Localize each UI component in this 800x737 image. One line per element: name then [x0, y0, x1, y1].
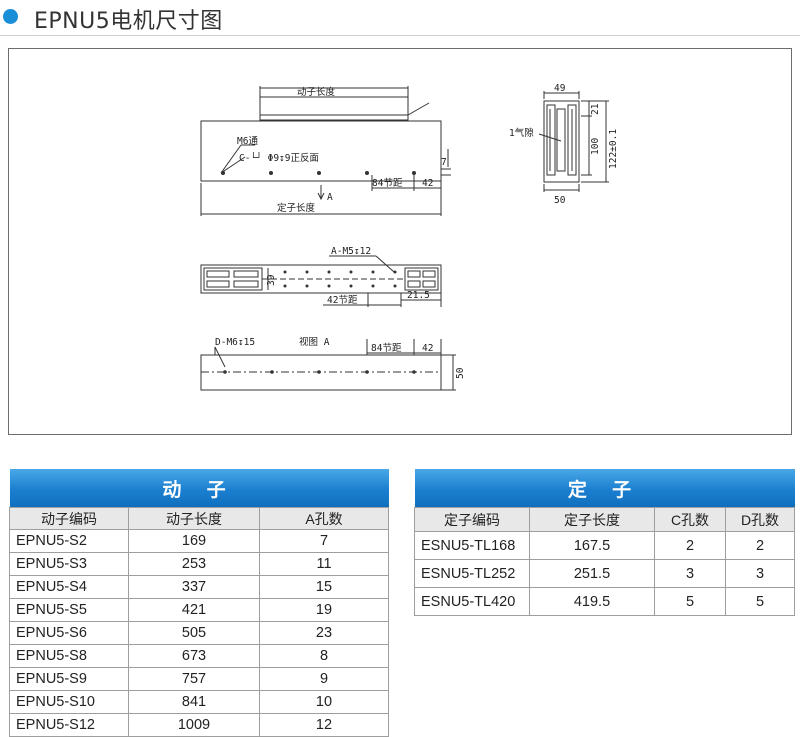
table-cell: 337: [128, 575, 260, 599]
stator-body: [200, 120, 442, 182]
table-cell: 2: [725, 531, 795, 560]
table-cell: 5: [725, 587, 795, 616]
header-divider: [0, 35, 800, 36]
table-cell: EPNU5-S2: [9, 529, 129, 553]
table-cell: 253: [128, 552, 260, 576]
table-cell: ESNU5-TL168: [414, 531, 530, 560]
table-cell: EPNU5-S12: [9, 713, 129, 737]
view-a-arrow-label: A: [327, 192, 333, 203]
section-top-label: 49: [554, 83, 566, 94]
dimension-drawing: 动子长度 M6通 C-└┘ Φ9↧9正反面 A 84节距 42 7 定子长度: [8, 48, 792, 435]
table-cell: 169: [128, 529, 260, 553]
table-cell: 757: [128, 667, 260, 691]
bottom-height-label: 50: [455, 367, 466, 379]
table-cell: 841: [128, 690, 260, 714]
column-header: 动子编码: [9, 507, 129, 530]
table-cell: 11: [259, 552, 389, 576]
top-view-right-block: [404, 267, 439, 291]
section-21-label: 21: [590, 103, 601, 115]
rotor-table-title: 动 子: [9, 469, 389, 508]
table-cell: 5: [654, 587, 726, 616]
column-header: D孔数: [725, 507, 795, 532]
table-cell: 251.5: [529, 559, 655, 588]
top-pitch-label: 42节距: [327, 295, 358, 306]
table-cell: 3: [654, 559, 726, 588]
table-cell: 8: [259, 644, 389, 668]
table-cell: 9: [259, 667, 389, 691]
stator-table-title: 定 子: [414, 469, 795, 508]
top-height-label: 39: [266, 274, 277, 286]
counterbore-label: C-└┘ Φ9↧9正反面: [239, 151, 319, 164]
table-cell: 3: [725, 559, 795, 588]
column-header: 定子长度: [529, 507, 655, 532]
table-cell: 10: [259, 690, 389, 714]
table-cell: EPNU5-S4: [9, 575, 129, 599]
table-header-row: 定子编码 定子长度 C孔数 D孔数: [414, 507, 795, 532]
column-header: 动子长度: [128, 507, 260, 530]
stator-length-label: 定子长度: [277, 202, 316, 214]
mover-body: [259, 96, 409, 121]
table-cell: 505: [128, 621, 260, 645]
table-cell: 421: [128, 598, 260, 622]
column-header: C孔数: [654, 507, 726, 532]
table-cell: 673: [128, 644, 260, 668]
table-cell: EPNU5-S5: [9, 598, 129, 622]
table-cell: 167.5: [529, 531, 655, 560]
section-122-label: 122±0.1: [608, 129, 619, 169]
table-cell: 1009: [128, 713, 260, 737]
front-end-label: 42: [422, 178, 433, 189]
m6-thru-label: M6通: [237, 136, 258, 147]
table-cell: EPNU5-S9: [9, 667, 129, 691]
table-cell: EPNU5-S3: [9, 552, 129, 576]
air-gap-label: 1气隙: [509, 127, 534, 139]
section-bottom-label: 50: [554, 195, 566, 206]
table-cell: EPNU5-S8: [9, 644, 129, 668]
table-cell: ESNU5-TL252: [414, 559, 530, 588]
front-7-label: 7: [441, 157, 447, 168]
section-outer: [543, 100, 580, 183]
table-header-row: 动子编码 动子长度 A孔数: [9, 507, 389, 530]
table-cell: 12: [259, 713, 389, 737]
bullet-dot-icon: [3, 9, 18, 24]
table-cell: 7: [259, 529, 389, 553]
table-cell: EPNU5-S6: [9, 621, 129, 645]
table-cell: EPNU5-S10: [9, 690, 129, 714]
mover-length-label: 动子长度: [297, 86, 336, 98]
view-a-label: 视图 A: [299, 336, 330, 348]
technical-drawing-svg: 动子长度 M6通 C-└┘ Φ9↧9正反面 A 84节距 42 7 定子长度: [200, 83, 619, 391]
top-thread-label: A-M5↧12: [331, 246, 371, 257]
table-cell: 2: [654, 531, 726, 560]
page-title: EPNU5电机尺寸图: [34, 9, 223, 34]
section-100-label: 100: [590, 138, 601, 155]
table-cell: 419.5: [529, 587, 655, 616]
front-pitch-label: 84节距: [372, 178, 403, 189]
table-cell: 19: [259, 598, 389, 622]
top-end-label: 21.5: [407, 290, 430, 301]
page-header: EPNU5电机尺寸图: [0, 0, 800, 36]
column-header: 定子编码: [414, 507, 530, 532]
table-cell: 15: [259, 575, 389, 599]
top-view-body: [200, 264, 442, 294]
bottom-end-label: 42: [422, 343, 433, 354]
bottom-pitch-label: 84节距: [371, 343, 402, 354]
column-header: A孔数: [259, 507, 389, 530]
table-cell: ESNU5-TL420: [414, 587, 530, 616]
bottom-thread-label: D-M6↧15: [215, 337, 255, 348]
table-cell: 23: [259, 621, 389, 645]
